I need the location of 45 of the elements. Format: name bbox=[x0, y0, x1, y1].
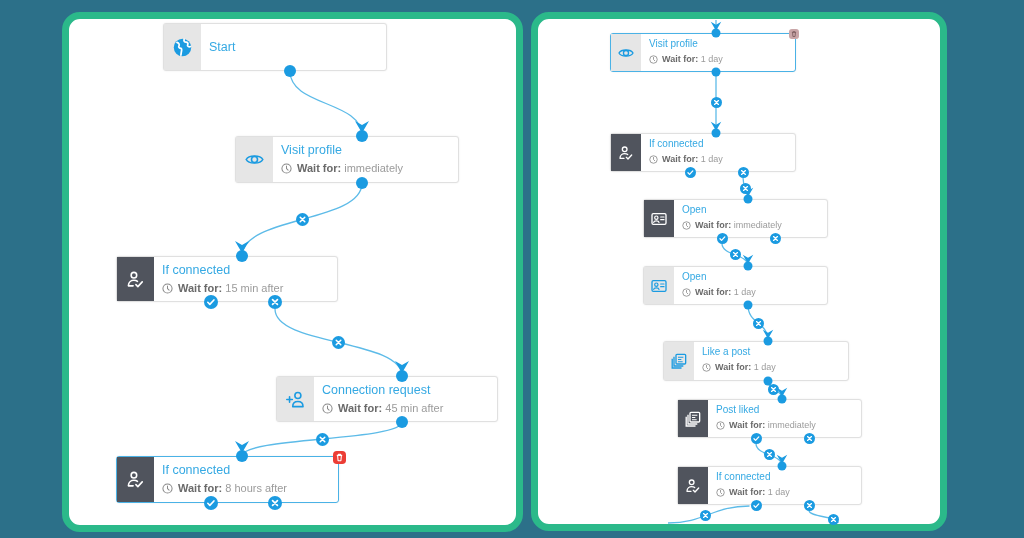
step-card bbox=[677, 466, 862, 505]
wait-time-text: Wait for: 1 day bbox=[715, 361, 776, 373]
wait-time-text: Wait for: 8 hours after bbox=[178, 481, 288, 495]
step-title: Open bbox=[682, 204, 707, 216]
step-card bbox=[235, 136, 459, 183]
step-card bbox=[163, 23, 387, 71]
wait-time-text: Wait for: immediately bbox=[729, 419, 816, 431]
wait-time-text: Wait for: 1 day bbox=[662, 153, 723, 165]
wait-time-text: Wait for: immediately bbox=[297, 161, 403, 175]
wait-time-text: Wait for: 45 min after bbox=[338, 401, 444, 415]
connector-arrow bbox=[721, 242, 753, 271]
step-card bbox=[677, 399, 862, 438]
step-title: Like a post bbox=[702, 346, 751, 358]
connector-arrow bbox=[236, 177, 368, 262]
step-title: Visit profile bbox=[281, 143, 342, 157]
connector-arrow bbox=[710, 67, 722, 138]
connector-arrow bbox=[274, 308, 408, 382]
step-title: Visit profile bbox=[649, 38, 698, 50]
wait-time-text: Wait for: 15 min after bbox=[178, 281, 284, 295]
step-title: If connected bbox=[162, 263, 231, 277]
connector-arrow bbox=[710, 19, 722, 38]
step-card bbox=[116, 256, 338, 302]
connector-arrow bbox=[763, 376, 787, 404]
step-title: Open bbox=[682, 271, 707, 283]
wait-time-text: Wait for: 1 day bbox=[662, 53, 723, 65]
step-card bbox=[116, 456, 339, 503]
wait-time-text: Wait for: 1 day bbox=[695, 286, 756, 298]
step-card bbox=[610, 133, 796, 172]
connector-arrow bbox=[236, 416, 408, 462]
step-title: Start bbox=[209, 40, 236, 54]
step-card bbox=[643, 199, 828, 238]
wait-time-text: Wait for: 1 day bbox=[729, 486, 790, 498]
connector-arrow bbox=[743, 300, 773, 346]
wait-time-text: Wait for: immediately bbox=[695, 219, 782, 231]
step-title: If connected bbox=[649, 138, 704, 150]
step-card bbox=[643, 266, 828, 305]
step-card bbox=[276, 376, 498, 422]
connector-arrow bbox=[755, 442, 787, 471]
step-title: If connected bbox=[162, 463, 231, 477]
step-title: Post liked bbox=[716, 404, 760, 416]
connector-arrow bbox=[284, 65, 368, 142]
step-title: Connection request bbox=[322, 383, 431, 397]
step-card bbox=[663, 341, 849, 381]
step-title: If connected bbox=[716, 471, 771, 483]
step-card bbox=[610, 33, 796, 72]
